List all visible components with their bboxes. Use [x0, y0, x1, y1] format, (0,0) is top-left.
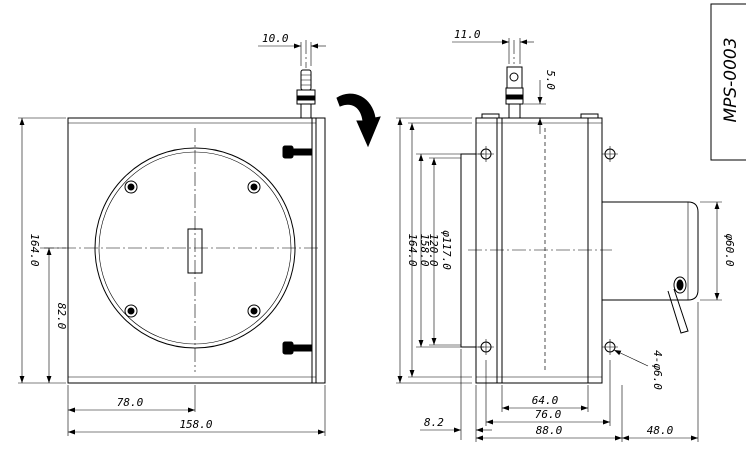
cover-screw	[247, 180, 261, 194]
dim-label: φ60.0	[723, 233, 736, 266]
cover-screw	[124, 180, 138, 194]
dim-label: 164.0	[28, 233, 41, 266]
mounting-hole-icon	[602, 146, 618, 162]
dim-label: 11.0	[454, 28, 481, 41]
side-bolt	[282, 341, 313, 355]
mounting-hole-icon	[602, 339, 618, 355]
dim-label: φ117.0	[440, 230, 453, 270]
front-view: 10.0 164.0 82.0 78.0 158.0	[18, 32, 381, 436]
side-view: 11.0 5.0 164.0 158.0 120.0 φ117.0 φ60.0	[396, 28, 736, 442]
dim-label: 88.0	[536, 424, 563, 437]
side-housing-outline	[475, 117, 603, 384]
cover-screw	[247, 304, 261, 318]
side-bolt	[282, 145, 313, 159]
dim-label: 120.0	[427, 233, 440, 266]
dim-label: 78.0	[117, 396, 144, 409]
rotation-arrow-icon	[336, 93, 381, 148]
title-block: MPS-0003	[710, 3, 746, 161]
dim-label: 164.0	[406, 233, 419, 266]
dim-label: 64.0	[532, 394, 559, 407]
side-hub	[602, 201, 699, 301]
cover-flange	[460, 153, 477, 348]
dim-label: 158.0	[179, 418, 212, 431]
cable-exit	[667, 276, 689, 334]
dim-label: 4-φ6.0	[651, 350, 664, 390]
dim-label: 48.0	[647, 424, 674, 437]
dim-label: 82.0	[55, 303, 68, 330]
dim-label: 76.0	[535, 408, 562, 421]
dim-label: 8.2	[424, 416, 444, 429]
cover-screw	[124, 304, 138, 318]
front-housing-outline	[67, 117, 326, 384]
dim-label: 10.0	[262, 32, 289, 45]
part-number-label: MPS-0003	[721, 37, 741, 122]
dim-label: 5.0	[544, 70, 557, 90]
eyelet-connector	[505, 66, 524, 119]
top-connector	[296, 69, 316, 119]
